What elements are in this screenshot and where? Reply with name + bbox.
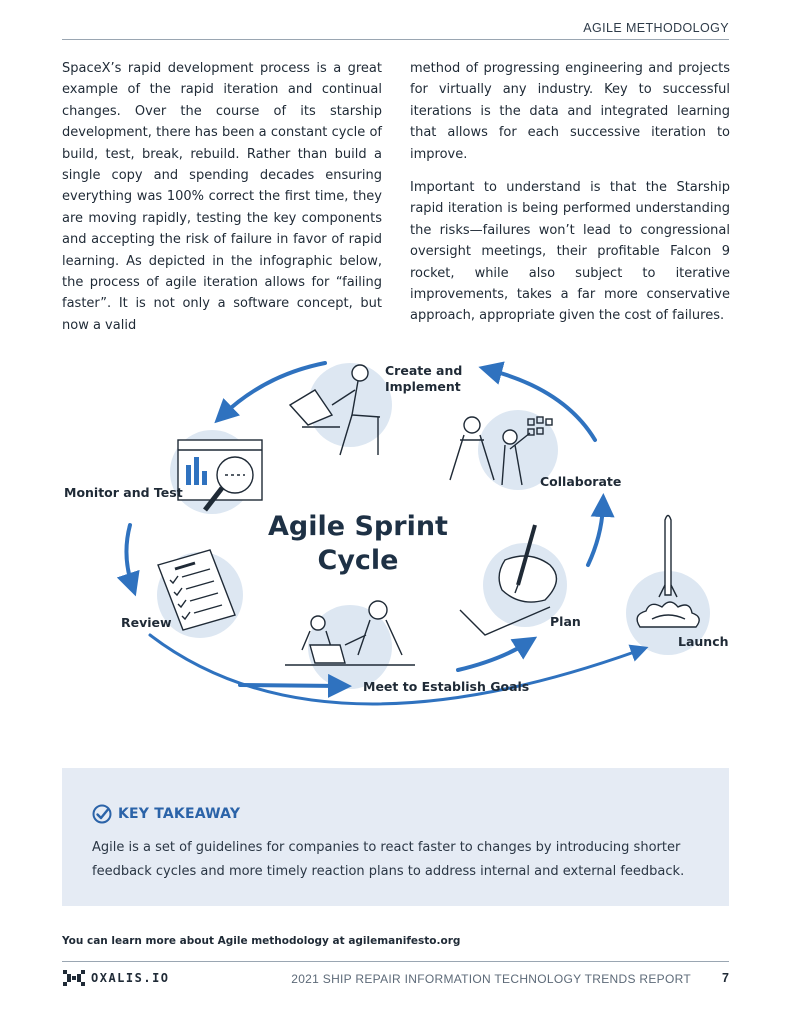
infographic-title: Agile Sprint <box>268 511 448 542</box>
oxalis-logo-text: OXALIS.IO <box>91 971 170 985</box>
team-meeting-icon <box>285 600 415 666</box>
stage-label-launch: Launch <box>678 634 729 649</box>
oxalis-logo-icon <box>63 970 85 986</box>
collaborate-stage-circle <box>478 410 558 490</box>
monitoring-magnifier-icon <box>177 439 263 512</box>
stage-label-plan: Plan <box>550 614 581 629</box>
page-number: 7 <box>722 971 729 985</box>
report-title: 2021 SHIP REPAIR INFORMATION TECHNOLOGY … <box>291 972 691 986</box>
stage-label-review: Review <box>121 615 172 630</box>
header-divider <box>62 39 729 40</box>
stage-label-create: Create and <box>385 363 462 378</box>
oxalis-logo: OXALIS.IO <box>62 969 170 987</box>
learn-more-note: You can learn more about Agile methodolo… <box>62 935 461 947</box>
body-paragraph: Important to understand is that the Star… <box>410 180 730 324</box>
arrow-cycle-to-launch <box>148 633 649 706</box>
key-takeaway-header: KEY TAKEAWAY <box>92 804 240 824</box>
header-title: AGILE METHODOLOGY <box>583 21 729 35</box>
body-paragraph: method of progressing engineering and pr… <box>410 61 730 162</box>
arrow-review-to-meet <box>238 673 352 698</box>
create-stage-circle <box>308 363 392 447</box>
stage-label-meet: Meet to Establish Goals <box>363 679 529 694</box>
key-takeaway-box: KEY TAKEAWAY Agile is a set of guideline… <box>62 768 729 906</box>
developer-at-laptop-icon <box>288 364 381 456</box>
arrow-collaborate-to-create <box>478 361 597 442</box>
stage-label-create: Implement <box>385 379 461 394</box>
body-paragraph: SpaceX’s rapid development process is a … <box>62 61 382 333</box>
arrow-meet-to-plan <box>456 636 538 672</box>
stage-label-collaborate: Collaborate <box>540 474 621 489</box>
footer-divider <box>62 961 729 962</box>
planning-hand-writing-icon <box>459 524 558 636</box>
rocket-launch-icon <box>636 514 700 628</box>
key-takeaway-heading: KEY TAKEAWAY <box>118 806 241 822</box>
team-collaboration-icon <box>449 416 553 486</box>
infographic-title: Cycle <box>318 545 399 576</box>
stage-label-monitor: Monitor and Test <box>64 485 183 500</box>
agile-sprint-cycle-infographic: Create and Implement Collaborate Monitor… <box>64 361 729 706</box>
body-column-right: method of progressing engineering and pr… <box>410 58 730 339</box>
key-takeaway-text: Agile is a set of guidelines for compani… <box>92 840 685 879</box>
review-clipboard-icon <box>157 549 236 631</box>
meet-stage-circle <box>308 605 392 689</box>
arrow-monitor-to-review <box>116 523 140 597</box>
check-circle-icon <box>92 804 112 824</box>
arrow-create-to-monitor <box>214 361 327 424</box>
body-column-left: SpaceX’s rapid development process is a … <box>62 58 382 348</box>
arrow-plan-to-collaborate <box>586 493 615 567</box>
